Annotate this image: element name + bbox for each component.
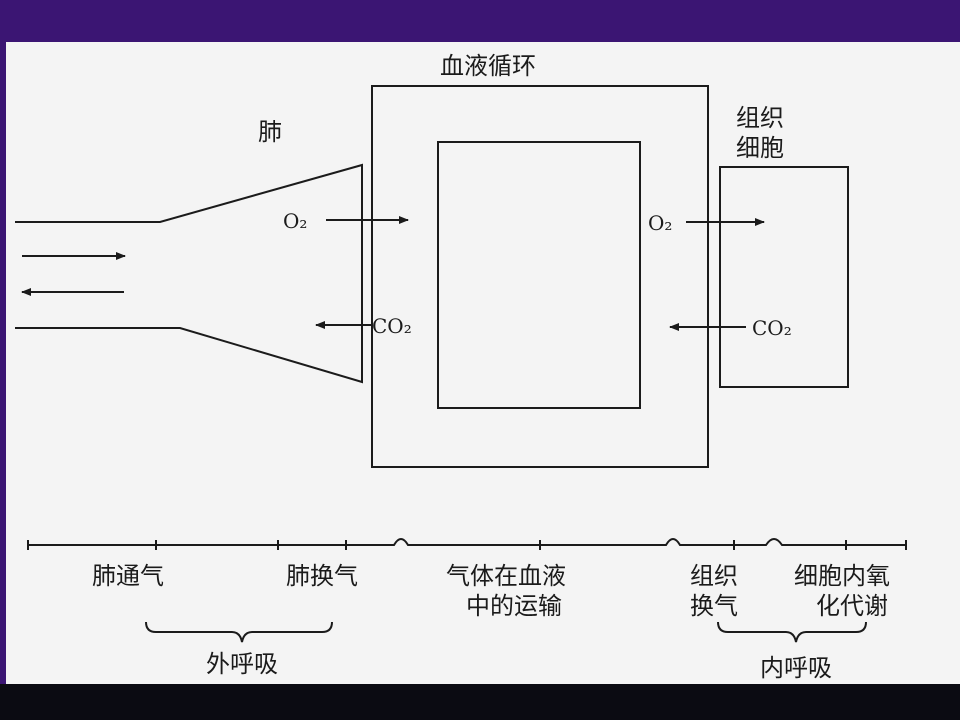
- tissue-label-line1: 组织: [736, 104, 784, 132]
- blood-circulation-label: 血液循环: [440, 52, 536, 80]
- header-band: [0, 0, 960, 42]
- process-timeline: [28, 538, 906, 546]
- stage-tissue-exchange-line2: 换气: [690, 592, 738, 620]
- stage-lung-ventilation: 肺通气: [92, 562, 164, 590]
- stage-cell-oxidation-line1: 细胞内氧: [794, 562, 890, 590]
- internal-respiration-brace: [717, 621, 867, 643]
- co2-label-left: CO₂: [372, 314, 412, 338]
- blood-circulation-outer-box: [371, 85, 709, 468]
- diagram-canvas: [6, 42, 960, 684]
- lung-label: 肺: [258, 118, 282, 146]
- stage-tissue-exchange-line1: 组织: [690, 562, 738, 590]
- blood-circulation-inner-box: [437, 141, 641, 409]
- stage-lung-exchange: 肺换气: [286, 562, 358, 590]
- tissue-cell-box: [719, 166, 849, 388]
- lung-funnel: [15, 163, 363, 384]
- tissue-label-line2: 细胞: [736, 134, 784, 162]
- co2-label-right: CO₂: [752, 316, 792, 340]
- o2-label-right: O₂: [648, 211, 672, 235]
- external-respiration-brace: [145, 621, 333, 643]
- footer-band: [0, 684, 960, 720]
- internal-respiration-label: 内呼吸: [760, 654, 832, 682]
- o2-label-left: O₂: [283, 209, 307, 233]
- stage-cell-oxidation-line2: 化代谢: [816, 592, 888, 620]
- external-respiration-label: 外呼吸: [206, 650, 278, 678]
- stage-blood-transport-line2: 中的运输: [466, 592, 562, 620]
- stage-blood-transport-line1: 气体在血液: [446, 562, 566, 590]
